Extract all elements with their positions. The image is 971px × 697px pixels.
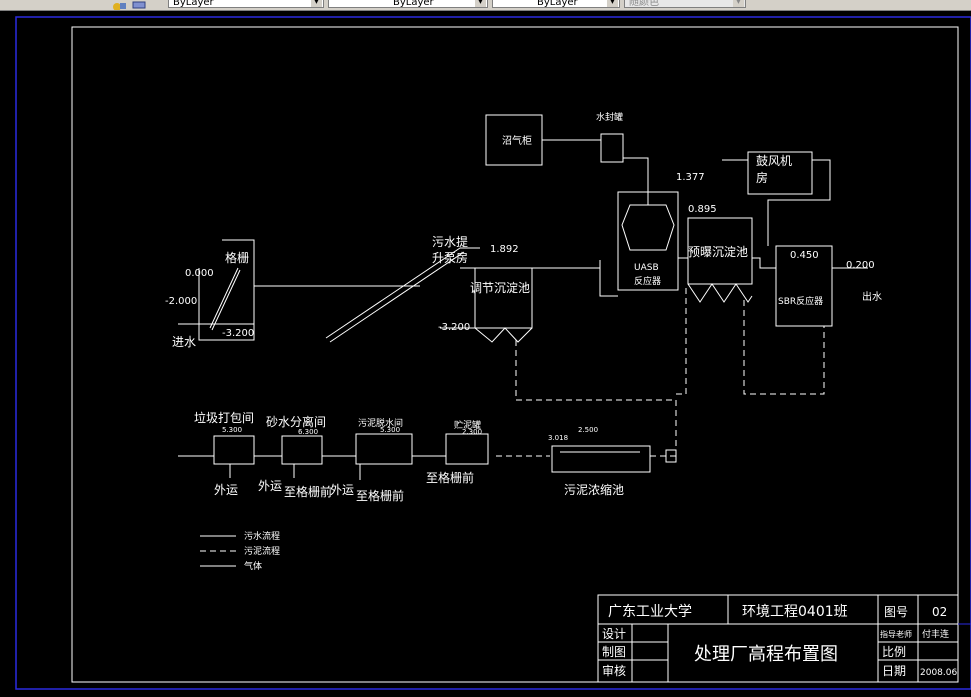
plotstyle-combo-value: 随颜色 [629, 0, 659, 8]
out-label-1: 外运 [214, 483, 238, 497]
water-seal-box [600, 133, 624, 163]
elev-0200: 0.200 [846, 260, 875, 271]
pump-label-1: 污水提 [432, 234, 468, 249]
to-grille-label-2: 至格栅前 [356, 488, 404, 503]
elev-3018: 3.018 [548, 434, 568, 442]
to-grille-label-1: 至格栅前 [284, 484, 332, 499]
out-label-2: 外运 [258, 479, 282, 493]
advisor-name: 付丰连 [922, 628, 949, 640]
process-lines [178, 114, 868, 343]
elev-0895: 0.895 [688, 204, 717, 215]
bottom-process [178, 433, 677, 480]
elev-5300a: 5.300 [222, 426, 242, 434]
elev-0450: 0.450 [790, 250, 819, 261]
fig-no-label: 图号 [884, 605, 908, 619]
elev-m3200a: -3.200 [222, 328, 254, 339]
blower-label-2: 房 [756, 170, 768, 185]
review-label: 审核 [602, 663, 626, 678]
sludge-store-label: 贮泥罐 [454, 419, 481, 431]
uasb-label-1: UASB [634, 263, 659, 273]
linetype-combo[interactable]: ByLayer ▼ [328, 0, 488, 8]
elev-m3200b: -3.200 [438, 322, 470, 333]
out-label-3: 外运 [330, 483, 354, 497]
drawing-svg: 沼气柜 水封罐 鼓风机 房 1.377 0.895 预曝沉淀池 UASB 反应器… [15, 16, 971, 690]
water-seal-label: 水封罐 [596, 111, 623, 123]
layer-state-icon[interactable] [112, 0, 126, 10]
design-label: 设计 [602, 627, 626, 641]
chevron-down-icon[interactable]: ▼ [607, 0, 618, 7]
gas-holder-label: 沼气柜 [502, 134, 532, 147]
legend-lines [200, 535, 236, 567]
elev-1892: 1.892 [490, 244, 519, 255]
linetype-combo-value: ByLayer [393, 0, 434, 8]
drawing-text: 沼气柜 水封罐 鼓风机 房 1.377 0.895 预曝沉淀池 UASB 反应器… [165, 111, 882, 572]
adjust-tank-label: 调节沉淀池 [470, 281, 530, 295]
lineweight-combo[interactable]: ByLayer ▼ [492, 0, 620, 8]
elev-1377: 1.377 [676, 172, 705, 183]
plotstyle-combo[interactable]: 随颜色 ▼ [624, 0, 746, 8]
university-text: 广东工业大学 [608, 604, 692, 620]
date-value: 2008.06 [920, 668, 957, 678]
preaeration-label: 预曝沉淀池 [688, 245, 748, 259]
blower-label-1: 鼓风机 [756, 154, 792, 168]
draw-label: 制图 [602, 645, 626, 659]
sbr-box [775, 245, 833, 327]
legend-sludge: 污泥流程 [244, 545, 280, 557]
title-block-text: 广东工业大学 环境工程0401班 图号 02 设计 制图 审核 处理厂高程布置图… [602, 604, 957, 678]
grille-label: 格栅 [225, 250, 249, 265]
elev-2300: 2.300 [462, 428, 482, 436]
class-text: 环境工程0401班 [742, 604, 848, 620]
uasb-label-2: 反应器 [634, 275, 661, 287]
properties-toolbar: ByLayer ▼ ByLayer ▼ ByLayer ▼ 随颜色 ▼ [0, 0, 971, 11]
paper-border [15, 16, 971, 690]
inlet-label: 进水 [172, 335, 196, 349]
chevron-down-icon[interactable]: ▼ [475, 0, 486, 7]
fig-no-value: 02 [932, 605, 947, 619]
color-combo[interactable]: ByLayer ▼ [168, 0, 324, 8]
lineweight-combo-value: ByLayer [537, 0, 578, 8]
to-grille-label-3: 至格栅前 [426, 470, 474, 485]
legend-sewage: 污水流程 [244, 530, 280, 542]
outlet-label: 出水 [862, 290, 882, 303]
elev-0000: 0.000 [185, 268, 214, 279]
layer-stack-icon[interactable] [132, 0, 146, 9]
sand-sep-label: 砂水分离间 [266, 414, 326, 429]
scale-label: 比例 [882, 645, 906, 659]
sbr-label: SBR反应器 [778, 295, 823, 307]
drawing-frame [71, 26, 959, 683]
drawing-canvas[interactable]: 沼气柜 水封罐 鼓风机 房 1.377 0.895 预曝沉淀池 UASB 反应器… [0, 11, 971, 693]
date-label: 日期 [882, 664, 906, 678]
trash-room-label: 垃圾打包间 [194, 410, 254, 425]
elev-2500: 2.500 [578, 426, 598, 434]
chevron-down-icon[interactable]: ▼ [311, 0, 322, 7]
elev-6300: 6.300 [298, 428, 318, 436]
title-block [597, 594, 959, 683]
elev-m2000: -2.000 [165, 296, 197, 307]
pump-label-2: 升泵房 [432, 250, 468, 265]
thickener-label: 污泥浓缩池 [564, 482, 624, 497]
drawing-title: 处理厂高程布置图 [694, 644, 838, 665]
advisor-label: 指导老师 [880, 629, 912, 639]
sludge-lines [496, 284, 825, 457]
color-combo-value: ByLayer [173, 0, 214, 8]
sludge-room-label: 污泥脱水间 [358, 417, 403, 429]
legend-gas: 气体 [244, 560, 262, 572]
elev-5300b: 5.300 [380, 426, 400, 434]
chevron-down-icon[interactable]: ▼ [733, 0, 744, 7]
